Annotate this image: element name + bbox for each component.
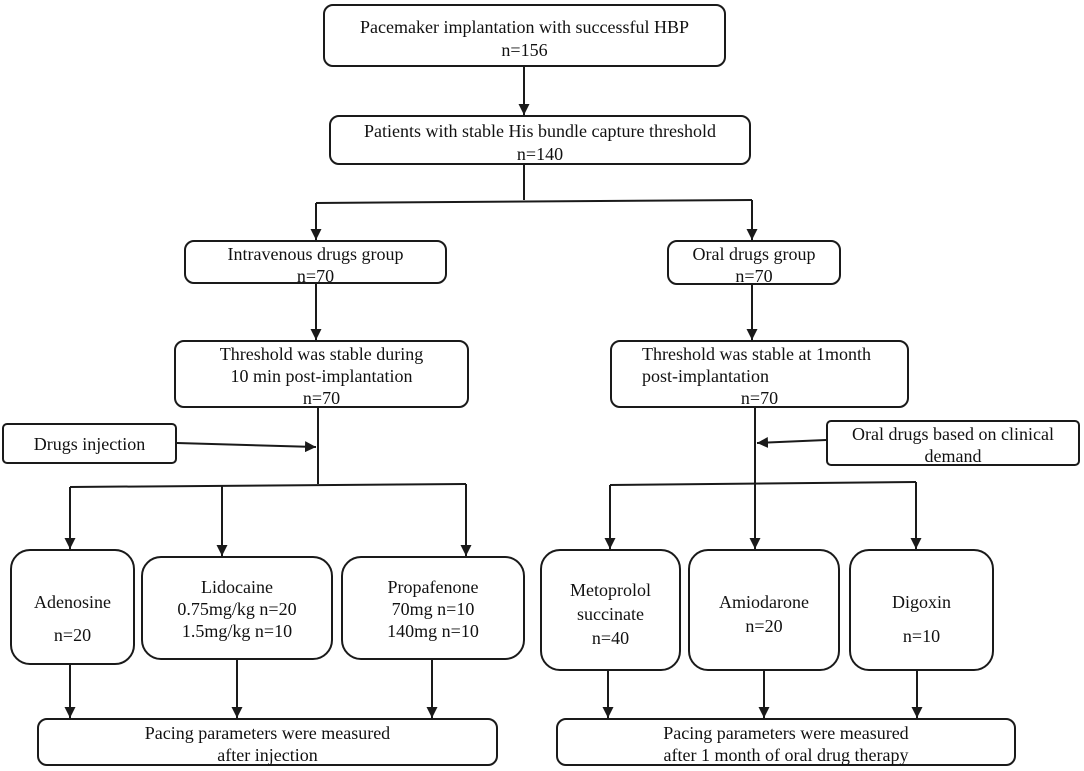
drugs-injection-arrow-arrow [176, 441, 317, 453]
adenosine-box: Adenosine n=20 [10, 549, 135, 665]
intravenous-group-count: n=70 [296, 266, 335, 286]
oral-result-line-1: Pacing parameters were measured [663, 723, 909, 743]
metoprolol-label: Metoprolol [570, 580, 651, 600]
oral-group-text: Oral drugs group [692, 244, 816, 264]
oral-distribution-bar-line [609, 481, 917, 486]
oral-group-count: n=70 [735, 266, 773, 286]
metoprolol-label-2: succinate [577, 604, 644, 624]
oral-threshold-box: Threshold was stable at 1month post-impl… [610, 340, 909, 408]
adenosine-count: n=20 [53, 625, 92, 645]
oral-clinical-box: Oral drugs based on clinical demand [826, 420, 1080, 466]
lidocaine-label: Lidocaine [201, 577, 273, 597]
propafenone-label: Propafenone [387, 577, 479, 597]
drugs-injection-text: Drugs injection [33, 434, 146, 454]
iv-result-line-1: Pacing parameters were measured [144, 723, 391, 743]
pacemaker-implantation-text: Pacemaker implantation with successful H… [360, 17, 689, 37]
iv-threshold-line-1: Threshold was stable during [219, 344, 424, 364]
pacemaker-implantation-count: n=156 [501, 40, 548, 60]
stable-threshold-box: Patients with stable His bundle capture … [329, 115, 751, 165]
adenosine-label: Adenosine [34, 592, 111, 612]
stable-threshold-text: Patients with stable His bundle capture … [364, 121, 716, 141]
oral-result-line-2: after 1 month of oral drug therapy [663, 745, 909, 765]
digoxin-label: Digoxin [891, 592, 951, 612]
iv-threshold-line-2: 10 min post-implantation [230, 366, 413, 386]
oral-threshold-line-1: Threshold was stable at 1month [642, 344, 871, 364]
propafenone-dose-1: 70mg n=10 [391, 599, 475, 619]
oral-clinical-line-1: Oral drugs based on clinical [852, 424, 1054, 444]
oral-result-box: Pacing parameters were measured after 1 … [556, 718, 1016, 766]
iv-result-box: Pacing parameters were measured after in… [37, 718, 498, 766]
drugs-injection-box: Drugs injection [2, 423, 177, 464]
iv-threshold-count: n=70 [302, 388, 341, 408]
iv-result-line-2: after injection [217, 745, 318, 765]
amiodarone-label: Amiodarone [719, 592, 809, 612]
digoxin-box: Digoxin n=10 [849, 549, 994, 671]
metoprolol-count: n=40 [591, 628, 630, 648]
digoxin-count: n=10 [902, 626, 941, 646]
iv-distribution-bar-line [69, 483, 467, 488]
intravenous-group-box: Intravenous drugs group n=70 [184, 240, 447, 286]
lidocaine-box: Lidocaine 0.75mg/kg n=20 1.5mg/kg n=10 [141, 556, 333, 660]
lidocaine-dose-2: 1.5mg/kg n=10 [181, 621, 293, 641]
oral-clinical-arrow-arrow [756, 437, 827, 449]
lidocaine-dose-1: 0.75mg/kg n=20 [177, 599, 297, 619]
propafenone-dose-2: 140mg n=10 [387, 621, 479, 641]
intravenous-group-text: Intravenous drugs group [227, 244, 404, 264]
split-bar-line [315, 199, 753, 204]
stable-threshold-count: n=140 [516, 144, 564, 164]
oral-group-box: Oral drugs group n=70 [667, 240, 841, 286]
iv-threshold-box: Threshold was stable during 10 min post-… [174, 340, 469, 408]
propafenone-box: Propafenone 70mg n=10 140mg n=10 [341, 556, 525, 660]
pacemaker-implantation-box: Pacemaker implantation with successful H… [323, 4, 726, 67]
oral-threshold-count: n=70 [740, 388, 779, 408]
oral-clinical-line-2: demand [924, 446, 982, 466]
amiodarone-count: n=20 [745, 616, 783, 636]
metoprolol-box: Metoprolol succinate n=40 [540, 549, 681, 671]
amiodarone-box: Amiodarone n=20 [688, 549, 840, 671]
oral-threshold-line-2: post-implantation [642, 366, 769, 386]
